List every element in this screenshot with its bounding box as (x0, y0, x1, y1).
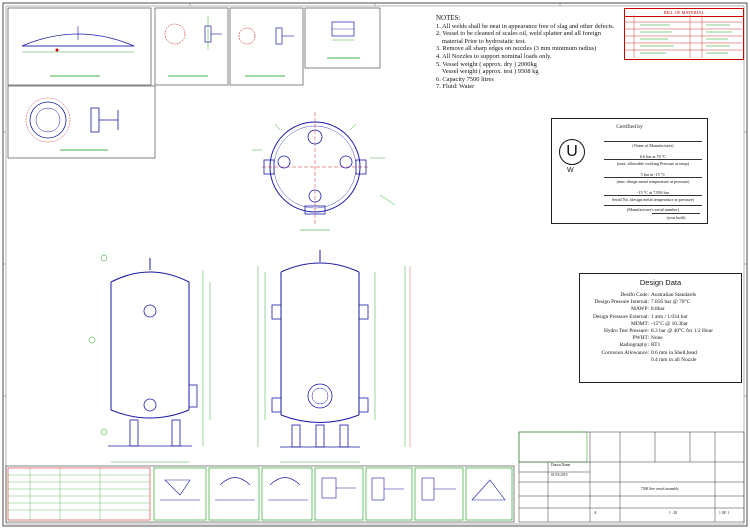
certification-box: Certified by U W (Name of Manufacturer) … (551, 118, 708, 224)
table-row: 0.4 mm in all Nozzle (580, 357, 714, 364)
cert-line: (Name of Manufacturer) (604, 141, 702, 148)
table-row: Radiography:RT1 (580, 342, 714, 349)
cert-line: -15 °C at 7.856 bar (636, 190, 670, 195)
dd-key: MDMT: (630, 320, 649, 327)
bom-title: BILL OF MATERIAL (625, 9, 743, 17)
plan-view (252, 112, 396, 231)
note-item: material Prior to hydrostatic test. (442, 37, 526, 45)
detail-dished-head (21, 26, 135, 77)
dd-value: RT1 (651, 342, 661, 349)
tb-sheet: 1 OF 1 (719, 511, 729, 515)
elevation-right (257, 250, 411, 463)
detail-nozzle-a (164, 16, 222, 77)
table-row: Design Pressure Internal:7.856 bar @ 70°… (580, 299, 714, 306)
stamp-sub: W (567, 167, 574, 174)
note-item: 3. Remove all sharp edges on nozzles (3 … (436, 45, 597, 53)
dd-value: 8.3 bar @ 40°C for 1/2 Hour (651, 328, 714, 335)
cert-line: (Manufacturer's serial number) (604, 205, 702, 212)
dd-key: Design Pressure Internal: (594, 299, 650, 306)
general-notes: NOTES: 1. All welds shall be neat in app… (436, 14, 626, 91)
dd-key: Desifn Code: (620, 292, 649, 298)
detail-manway (25, 97, 119, 151)
note-item: 7. Fluid: Water (436, 83, 475, 91)
design-data-box: Design Data Desifn Code:Australian Stand… (579, 273, 742, 383)
table-row: PWHT:None (580, 335, 714, 342)
cert-line: (max. allowable working Pressure at temp… (604, 159, 702, 166)
dd-value: 0.6 mm in Shell,head (651, 349, 697, 356)
table-row: Desifn Code:Australian Standards (580, 292, 714, 299)
note-item: 5. Vessel weight ( approx. dry ) 2000kg (436, 60, 537, 68)
notes-heading: NOTES: (436, 14, 461, 22)
dd-key: Design Pressure External: (593, 313, 649, 320)
tb-date: 01/01/2019 (551, 473, 568, 477)
title-block: Drawn Name 01/01/2019 7500 litre vessel … (519, 432, 743, 522)
title-block-grid (518, 431, 745, 523)
note-item: 2. Vessel to be cleaned of scales oil, w… (436, 30, 601, 38)
note-item: Vessel weight ( approx. test ) 9508 kg (442, 68, 539, 76)
frame-ticks (3, 3, 747, 397)
bom-grid (624, 15, 742, 58)
note-item: 6. Capacity 7500 litres (436, 75, 494, 83)
tb-scale: 1 : 20 (669, 511, 678, 515)
top-detail-frames (7, 7, 381, 159)
cert-line: 6.6 bar at 70 °C (639, 154, 667, 159)
design-data-title: Design Data (639, 278, 682, 287)
detail-nozzle-b (238, 27, 294, 77)
notes-list: 1. All welds shall be neat in appearance… (436, 23, 626, 91)
bill-of-material: BILL OF MATERIAL (624, 8, 744, 60)
dd-value: None (651, 335, 663, 342)
dd-value: 1 atm / 1.034 bar (651, 313, 688, 320)
table-row: MDMT:-15°C @ 10.3bar (580, 321, 714, 328)
table-row: Design Pressure External:1 atm / 1.034 b… (580, 314, 714, 321)
dd-value: Australian Standards (651, 292, 697, 298)
table-row: Corrosion Allowance:0.6 mm in Shell,head (580, 350, 714, 357)
detail-flange (327, 21, 360, 59)
dd-value: 8.8bar (651, 306, 665, 313)
cert-title: Certified by (616, 124, 643, 130)
note-item: 4. All Nozzles to support nominal loads … (436, 52, 552, 60)
design-data-table: Desifn Code:Australian Standards Design … (580, 292, 714, 364)
tb-rev: A (594, 511, 597, 515)
u-stamp-icon: U (559, 139, 585, 165)
cert-line: Serial No. (design metal temperature at … (604, 195, 702, 202)
dd-key: MAWP: (631, 306, 649, 313)
dd-key: PWHT: (632, 335, 649, 342)
weld-detail-strip (5, 465, 515, 523)
tb-title: 7500 litre vessel assembly (641, 487, 679, 491)
dd-value: -15°C @ 10.3bar (651, 320, 688, 327)
dd-key: Hydro Test Pressure: (603, 328, 649, 335)
dd-value: 7.856 bar @ 70°C (651, 299, 691, 306)
dd-value: 0.4 mm in all Nozzle (651, 356, 697, 363)
note-item: 1. All welds shall be neat in appearance… (436, 22, 615, 30)
cert-line: (year built) (652, 213, 700, 220)
dd-key: Radiography: (619, 342, 649, 349)
bom-entries (640, 24, 732, 54)
cert-line: 5 bar at -15 °C (640, 172, 666, 177)
tb-drawn: Drawn Name (551, 463, 571, 467)
dd-key: Corrosion Allowance: (601, 349, 649, 356)
dd-key (580, 357, 650, 364)
table-row: Hydro Test Pressure:8.3 bar @ 40°C for 1… (580, 328, 714, 335)
elevation-left (88, 254, 211, 463)
cert-line: (min. design metal temperature at pressu… (604, 177, 702, 184)
table-row: MAWP:8.8bar (580, 306, 714, 313)
